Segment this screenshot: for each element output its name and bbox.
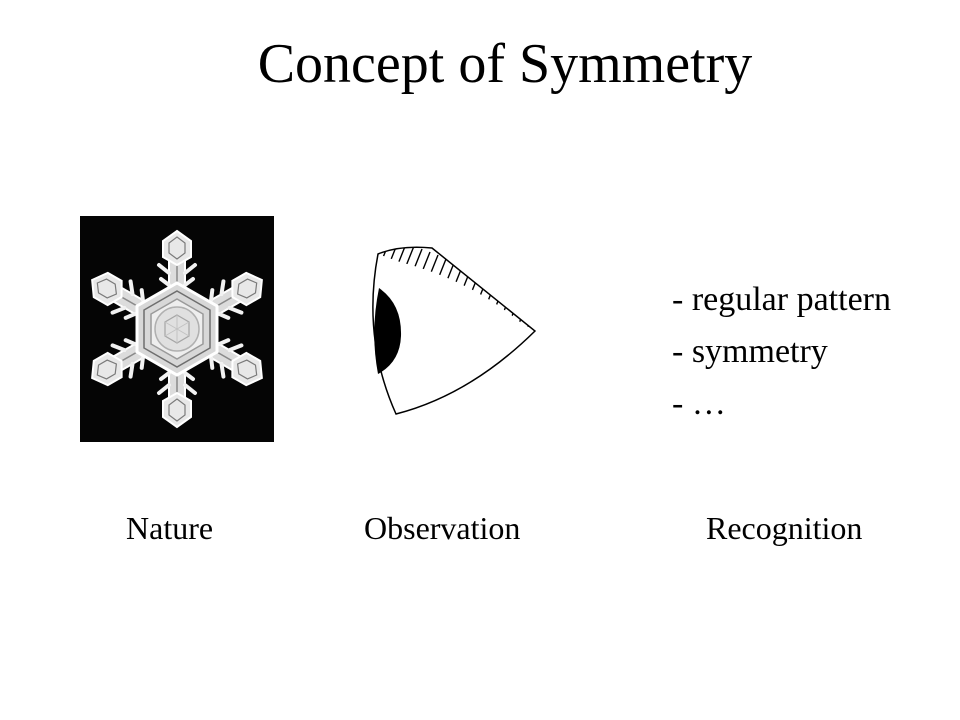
observation-eye-figure <box>360 240 550 430</box>
list-item: - regular pattern <box>672 281 891 318</box>
slide-title: Concept of Symmetry <box>257 33 753 95</box>
snowflake-icon <box>81 229 273 429</box>
list-item: - symmetry <box>672 333 828 370</box>
stage-label-observation: Observation <box>364 510 521 546</box>
snowflake-photo <box>80 216 274 442</box>
stage-label-recognition: Recognition <box>706 510 863 546</box>
recognition-list: - regular pattern - symmetry - … <box>672 274 891 430</box>
stage-label-nature: Nature <box>126 510 214 546</box>
eye-icon <box>372 246 537 415</box>
list-item: - … <box>672 385 726 422</box>
